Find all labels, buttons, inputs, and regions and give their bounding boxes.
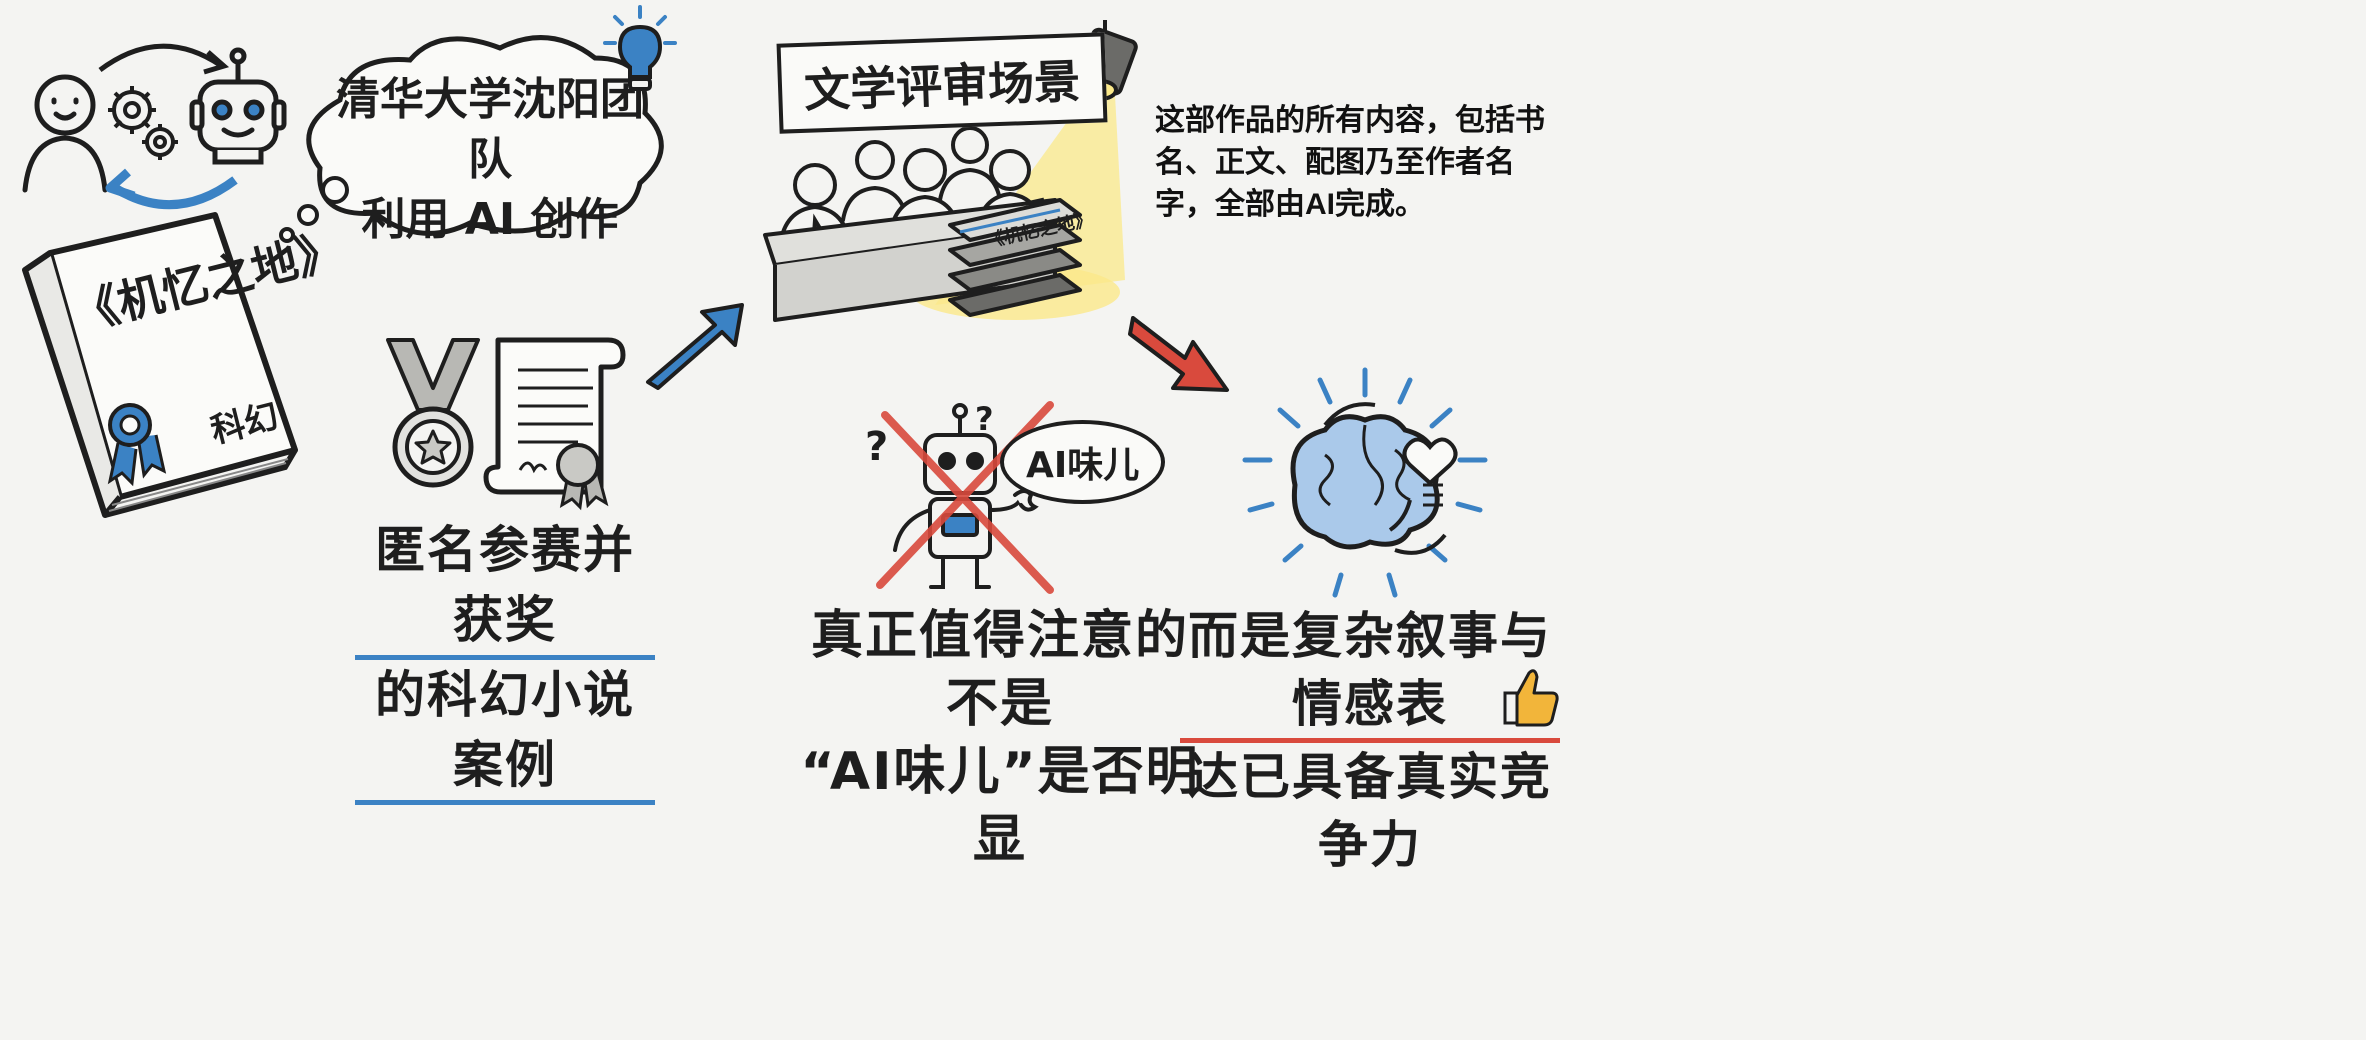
medal-icon xyxy=(386,338,480,488)
robot-caption: 真正值得注意的不是 “AI味儿”是否明显 xyxy=(800,602,1200,874)
thought-cloud-line1: 清华大学沈阳团队 xyxy=(336,74,644,185)
brain-caption-line2: 达已具备真实竞争力 xyxy=(1188,748,1552,874)
judging-scene-illustration xyxy=(763,20,1138,322)
red-arrow-icon xyxy=(1128,316,1229,392)
book-stack-icon xyxy=(948,198,1082,317)
svg-text:?: ? xyxy=(975,400,994,438)
award-caption-line2: 的科幻小说案例 xyxy=(355,660,655,805)
brain-caption: 而是复杂叙事与情感表 达已具备真实竞争力 xyxy=(1180,602,1560,879)
award-caption: 匿名参赛并获奖 的科幻小说案例 xyxy=(355,515,655,805)
thought-cloud-shape xyxy=(279,35,664,243)
person-gears-robot-illustration xyxy=(22,43,287,210)
award-caption-line1: 匿名参赛并获奖 xyxy=(355,515,655,660)
ribbon-icon xyxy=(556,443,609,511)
thought-dot-1 xyxy=(321,176,349,204)
thought-dot-2 xyxy=(297,204,319,226)
thumbs-up-icon xyxy=(1503,669,1559,727)
thought-cloud: 清华大学沈阳团队 利用 AI 创作 xyxy=(330,70,650,250)
thought-cloud-line2: 利用 AI 创作 xyxy=(361,194,619,245)
scene-banner: 文学评审场景 xyxy=(776,32,1108,134)
brain-caption-line1: 而是复杂叙事与情感表 xyxy=(1180,602,1560,743)
side-note: 这部作品的所有内容，包括书名、正文、配图乃至作者名字，全部由AI完成。 xyxy=(1155,104,1545,221)
speech-bubble-text: AI味儿 xyxy=(1026,445,1140,486)
robot-icon xyxy=(189,47,287,165)
robot-caption-line1: 真正值得注意的不是 xyxy=(810,606,1189,734)
speech-bubble: AI味儿 xyxy=(1000,420,1166,504)
scene-banner-text: 文学评审场景 xyxy=(803,54,1081,118)
heart-icon xyxy=(1402,437,1458,486)
thought-dot-3 xyxy=(279,227,295,243)
cycle-arrow-top-icon xyxy=(98,43,222,73)
blue-arrow-icon xyxy=(646,303,744,390)
lightbulb-icon xyxy=(603,5,677,91)
person-icon xyxy=(22,74,108,193)
list-icon xyxy=(1423,483,1443,507)
svg-text:?: ? xyxy=(865,424,888,470)
certificate-icon xyxy=(483,337,626,511)
book-illustration xyxy=(22,212,298,518)
award-ribbon-icon xyxy=(107,403,167,487)
gears-icon xyxy=(108,86,178,160)
brain-illustration xyxy=(1242,367,1488,598)
robot-caption-line2: “AI味儿”是否明显 xyxy=(800,742,1200,870)
